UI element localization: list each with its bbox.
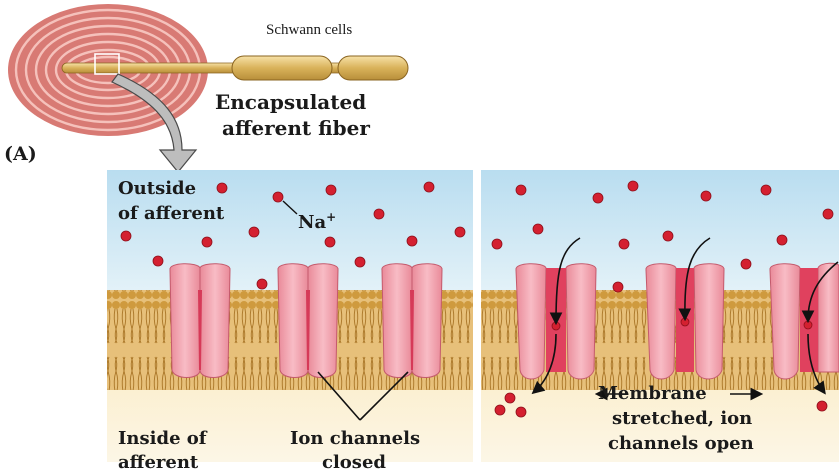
sodium-ion bbox=[325, 184, 337, 196]
sodium-ion bbox=[423, 181, 435, 193]
sodium-ion bbox=[700, 190, 712, 202]
sodium-ion bbox=[662, 230, 674, 242]
sodium-ion bbox=[776, 234, 788, 246]
ion-channel-closed bbox=[169, 263, 231, 378]
ion-channel-closed bbox=[277, 263, 339, 378]
inside-label-line1: Inside of bbox=[118, 428, 207, 449]
sodium-ion bbox=[816, 400, 828, 412]
sodium-ion bbox=[256, 278, 268, 290]
afferent-axon bbox=[61, 55, 409, 81]
schwann-cells-label: Schwann cells bbox=[266, 22, 353, 38]
ion-flow-arrows bbox=[531, 237, 839, 395]
sodium-ion bbox=[406, 235, 418, 247]
sodium-ion bbox=[592, 192, 604, 204]
ion-channel-pointers bbox=[317, 371, 409, 421]
sodium-label: Na+ bbox=[298, 210, 336, 233]
sodium-ion bbox=[532, 223, 544, 235]
sodium-charge: + bbox=[326, 210, 337, 224]
ion-channel-closed bbox=[381, 263, 443, 378]
sodium-ion bbox=[627, 180, 639, 192]
ion-channel-open bbox=[769, 262, 839, 380]
fiber-label-line2: afferent fiber bbox=[222, 116, 370, 140]
sodium-ion bbox=[454, 226, 466, 238]
membrane-label-line1: Membrane bbox=[598, 383, 707, 404]
ion-channels-label-line2: closed bbox=[322, 452, 386, 473]
schwann-cell bbox=[231, 55, 333, 81]
ion-channel-open bbox=[515, 263, 597, 380]
sodium-symbol: Na bbox=[298, 212, 327, 233]
sodium-ion bbox=[324, 236, 336, 248]
sodium-ion bbox=[740, 258, 752, 270]
zoom-arrow bbox=[111, 73, 198, 173]
sodium-ion bbox=[551, 321, 561, 331]
sodium-ion bbox=[760, 184, 772, 196]
ion-channel-open bbox=[645, 263, 725, 380]
inside-label-line2: afferent bbox=[118, 452, 199, 473]
sodium-ion bbox=[152, 255, 164, 267]
outside-label-line2: of afferent bbox=[118, 203, 225, 224]
ion-channels-label-line1: Ion channels bbox=[290, 428, 421, 449]
membrane-label-line3: channels open bbox=[608, 433, 754, 454]
fiber-label-line1: Encapsulated bbox=[215, 90, 367, 114]
sodium-ion bbox=[515, 184, 527, 196]
sodium-ion bbox=[354, 256, 366, 268]
membrane-label-line2: stretched, ion bbox=[612, 408, 753, 429]
sodium-ion bbox=[201, 236, 213, 248]
outside-label-line1: Outside bbox=[118, 178, 197, 199]
sodium-ion bbox=[803, 320, 813, 330]
zoom-box bbox=[94, 53, 120, 75]
sodium-ion bbox=[120, 230, 132, 242]
sodium-ion bbox=[515, 406, 527, 418]
sodium-ion bbox=[494, 404, 506, 416]
sodium-ions-left bbox=[120, 181, 466, 290]
sodium-ion bbox=[373, 208, 385, 220]
sodium-ion bbox=[612, 281, 624, 293]
sodium-ion bbox=[248, 226, 260, 238]
sodium-ion bbox=[272, 191, 284, 203]
sodium-leader-line bbox=[282, 200, 298, 215]
panel-label: (A) bbox=[4, 143, 37, 165]
schwann-cell bbox=[337, 55, 409, 81]
sodium-ion bbox=[216, 182, 228, 194]
sodium-ion bbox=[618, 238, 630, 250]
sodium-ion bbox=[822, 208, 834, 220]
sodium-ion bbox=[491, 238, 503, 250]
mechanoreceptor-diagram bbox=[8, 4, 839, 462]
sodium-ion bbox=[504, 392, 516, 404]
sodium-ion bbox=[680, 317, 690, 327]
